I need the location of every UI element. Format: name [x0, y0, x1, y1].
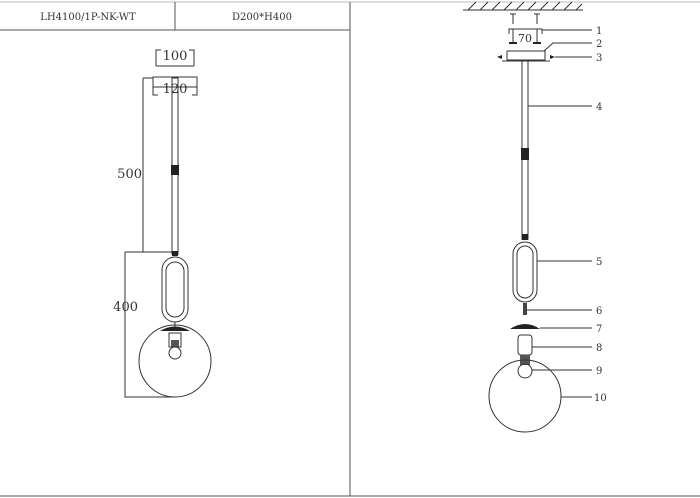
part-label-1: 1 [596, 26, 602, 37]
canopy [506, 50, 546, 61]
ceiling-anchors [510, 13, 540, 24]
part-label-7: 7 [596, 324, 602, 335]
dim-70-label: 70 [518, 32, 532, 45]
part-label-8: 8 [596, 343, 602, 354]
bulb [168, 346, 182, 360]
rod-connector [171, 165, 179, 175]
dim-400-line [124, 251, 175, 398]
glass-globe [488, 359, 562, 433]
part-label-6: 6 [596, 306, 602, 317]
dimensioned-lamp-view: 100 120 500 400 [113, 49, 212, 398]
part-label-2: 2 [596, 39, 602, 50]
dim-100-line [155, 49, 195, 67]
dim-120-label: 120 [163, 82, 188, 97]
dim-400-label: 400 [113, 300, 138, 315]
glass-globe [138, 324, 212, 398]
oval-loop [512, 241, 538, 303]
part-labels: 1 2 3 4 5 6 7 8 9 10 [594, 26, 607, 404]
globe-cap [510, 324, 540, 329]
dim-100-label: 100 [163, 49, 188, 64]
socket-holder [517, 334, 533, 356]
mounting-bracket [508, 28, 543, 43]
leader-lines [527, 29, 592, 398]
exploded-view: 70 [463, 1, 592, 433]
globe-cap [160, 326, 190, 331]
part-label-9: 9 [596, 366, 602, 377]
part-label-3: 3 [596, 53, 602, 64]
part-label-10: 10 [594, 393, 607, 404]
part-label-5: 5 [596, 257, 602, 268]
bulb [517, 363, 533, 379]
part-label-4: 4 [596, 102, 602, 113]
dim-500-line [142, 77, 153, 252]
canopy [152, 76, 198, 88]
model-number: LH4100/1P-NK-WT [40, 12, 136, 23]
threaded-nipple [523, 303, 527, 315]
dim-500-label: 500 [117, 167, 142, 182]
size-spec: D200*H400 [232, 12, 292, 23]
